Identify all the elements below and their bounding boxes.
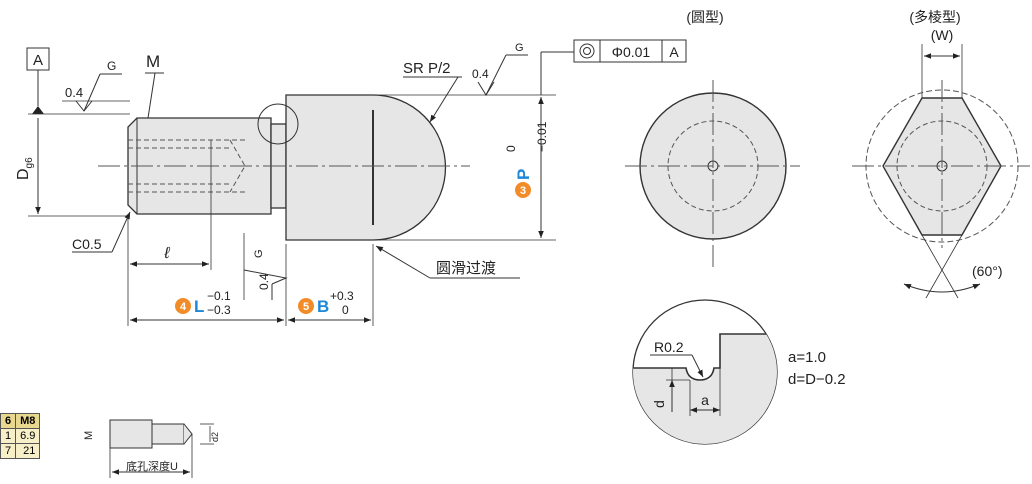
- b-letter: B: [317, 297, 329, 316]
- spec-table: 6 M8 1 6.9 7 21: [0, 413, 41, 459]
- sr-label: SR P/2: [403, 60, 451, 77]
- poly-angle-label: (60°): [972, 263, 1003, 279]
- b-tol-lower: 0: [342, 303, 349, 317]
- roughness-bottom-value: 0.4: [257, 273, 271, 290]
- datum-triangle: [32, 106, 44, 114]
- tolerance-value: Φ0.01: [612, 44, 651, 60]
- roughness-bottom-grade: G: [253, 249, 265, 258]
- p-tol-upper: 0: [504, 145, 518, 152]
- b-badge: [298, 298, 314, 314]
- chamfer-label: C0.5: [72, 236, 102, 252]
- poly-width-label: (W): [931, 27, 954, 43]
- detail-circle: [257, 103, 299, 145]
- note-d: d=D−0.2: [788, 371, 846, 388]
- round-view: (圆型): [625, 9, 800, 268]
- polygon-view: (多棱型) (W) (60°): [852, 9, 1030, 299]
- tolerance-datum: A: [669, 44, 679, 60]
- l-badge-number: 4: [180, 301, 187, 313]
- table-header-cell: M8: [15, 413, 41, 429]
- l-letter: L: [194, 297, 204, 316]
- side-view: A Dg6 0.4 G M: [15, 39, 687, 326]
- smooth-transition-label: 圆滑过渡: [436, 260, 496, 277]
- p-badge-number: 3: [520, 185, 526, 197]
- table-header-cell: 6: [0, 413, 17, 429]
- detail-d-label: d: [651, 400, 667, 408]
- l-badge: [175, 298, 191, 314]
- small-m-label: M: [83, 431, 95, 440]
- roughness-head-value: 0.4: [472, 67, 489, 81]
- thread-label: M: [146, 52, 160, 71]
- roughness-head-grade: G: [515, 42, 524, 54]
- b-badge-number: 5: [303, 301, 309, 313]
- roughness-top-grade: G: [107, 59, 116, 73]
- roughness-top-value: 0.4: [65, 85, 83, 100]
- l-tol-lower: −0.3: [207, 303, 231, 317]
- small-d2-label: d2: [210, 432, 220, 442]
- p-badge: [515, 182, 531, 198]
- table-cell: 1: [0, 428, 17, 444]
- detail-a-label: a: [701, 392, 709, 408]
- concentricity-icon: [579, 43, 595, 59]
- poly-view-title: (多棱型): [909, 9, 960, 25]
- dia-label: Dg6: [15, 157, 35, 180]
- tolerance-frame: [573, 39, 687, 63]
- detail-view: R0.2 a d a=1.0 d=D−0.2: [632, 299, 846, 445]
- l-tol-upper: −0.1: [207, 289, 231, 303]
- table-cell: 6.9: [15, 428, 41, 444]
- p-letter: P: [514, 169, 533, 180]
- table-cell: 7: [0, 443, 17, 459]
- b-tol-upper: +0.3: [330, 289, 354, 303]
- datum-label: A: [33, 52, 43, 69]
- note-a: a=1.0: [788, 349, 826, 366]
- round-view-title: (圆型): [686, 9, 723, 25]
- small-view: M 底孔深度U d2: [83, 419, 220, 478]
- head: [285, 94, 447, 241]
- table-cell: 21: [15, 443, 41, 459]
- p-tol-lower: −0.01: [535, 121, 549, 152]
- small-u-label: 底孔深度U: [126, 459, 178, 473]
- thread-length-label: ℓ: [163, 245, 170, 262]
- detail-radius-label: R0.2: [654, 339, 684, 355]
